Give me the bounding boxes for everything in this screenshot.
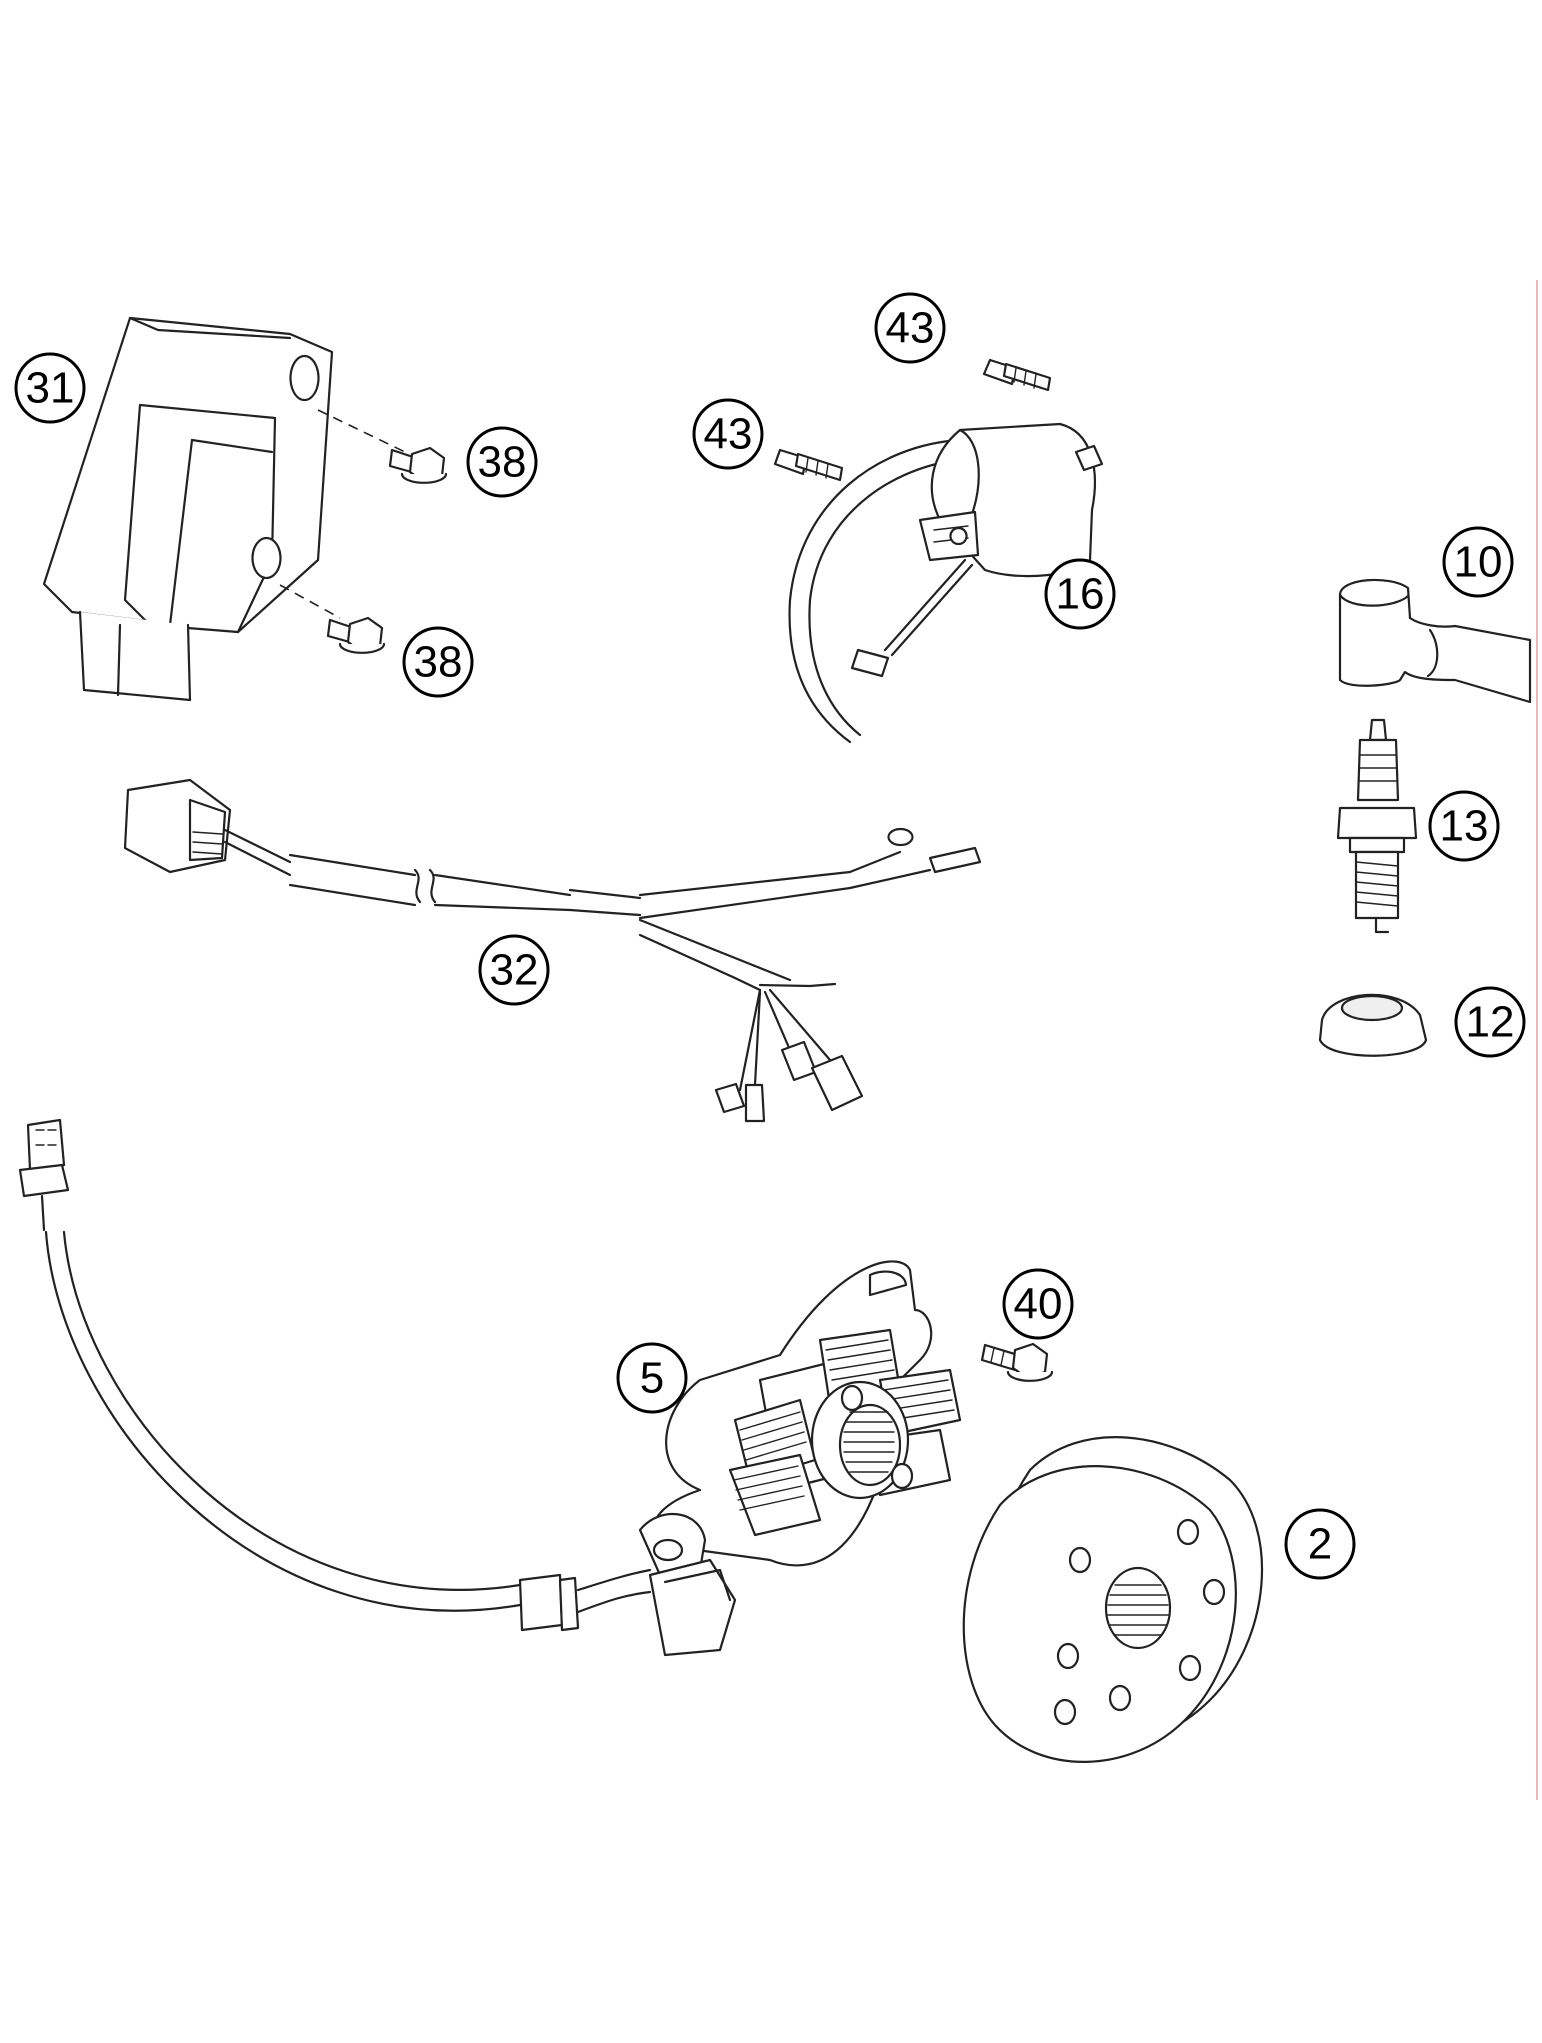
spark-plug-connector (1338, 578, 1532, 704)
wiring-harness (123, 778, 982, 1123)
callout-38-upper-label: 38 (478, 438, 527, 487)
callout-43-lower: 43 (692, 398, 764, 470)
cdi-control-unit (42, 316, 334, 702)
callout-38-lower: 38 (402, 626, 474, 698)
spark-plug-grommet (1318, 993, 1428, 1057)
coil-screw-lower (773, 448, 844, 482)
callout-16: 16 (1044, 558, 1116, 630)
callout-38-upper: 38 (466, 426, 538, 498)
callout-31-label: 31 (26, 364, 75, 413)
callout-40: 40 (1002, 1268, 1074, 1340)
callout-12: 12 (1454, 986, 1526, 1058)
leader-dash-upper (317, 409, 406, 453)
callout-10-label: 10 (1454, 538, 1503, 587)
callout-2-label: 2 (1308, 1520, 1332, 1569)
callout-13-label: 13 (1440, 802, 1489, 851)
mounting-screw-upper (388, 446, 448, 484)
callout-13: 13 (1428, 790, 1500, 862)
callout-16-label: 16 (1056, 570, 1105, 619)
stator-assembly (18, 1118, 962, 1657)
callout-43-upper: 43 (874, 292, 946, 364)
callout-2: 2 (1284, 1508, 1356, 1580)
callout-12-label: 12 (1466, 998, 1515, 1047)
callout-31: 31 (14, 352, 86, 424)
callout-32: 32 (478, 934, 550, 1006)
stator-screw (980, 1342, 1054, 1382)
coil-screw-upper (982, 358, 1052, 392)
callout-5-label: 5 (640, 1354, 664, 1403)
spark-plug (1336, 718, 1418, 934)
callout-5: 5 (616, 1342, 688, 1414)
callout-43-lower-label: 43 (704, 410, 753, 459)
flywheel-rotor (962, 1436, 1264, 1763)
mounting-screw-lower (326, 616, 386, 654)
callout-43-upper-label: 43 (886, 304, 935, 353)
callout-40-label: 40 (1014, 1280, 1063, 1329)
callout-10: 10 (1442, 526, 1514, 598)
leader-dash-lower (279, 584, 341, 619)
callout-38-lower-label: 38 (414, 638, 463, 687)
callout-32-label: 32 (490, 946, 539, 995)
